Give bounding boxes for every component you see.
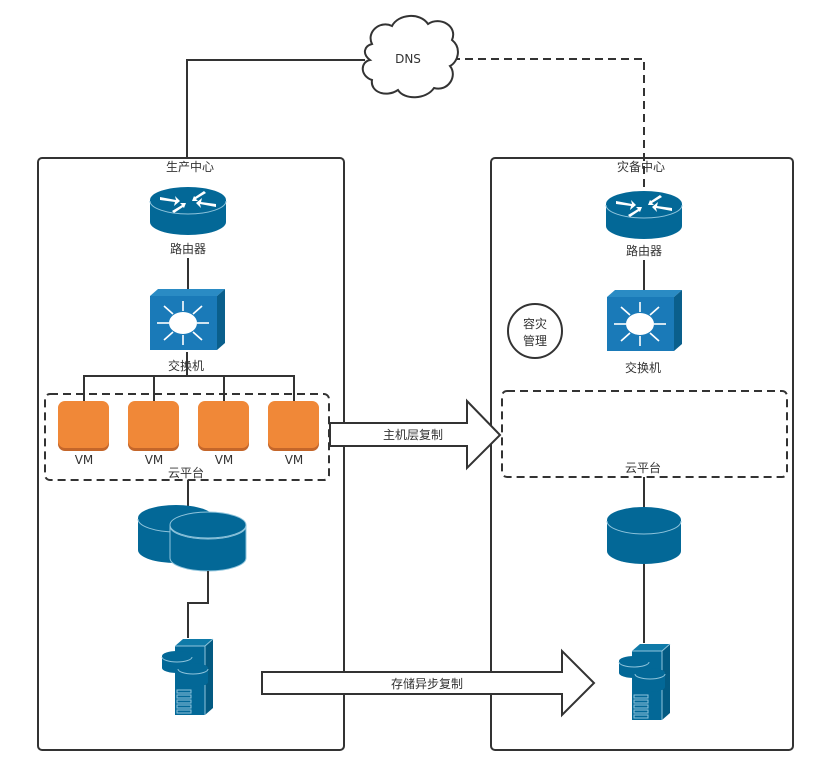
production-center-frame [37,157,345,751]
cloud-icon [361,15,459,99]
storage-replication-arrow: 存储异步复制 [261,648,596,718]
database-icon [606,507,682,564]
production-router[interactable] [149,187,227,235]
dr-switch-label: 交换机 [625,360,661,375]
dr-storage-array[interactable] [618,643,671,720]
host-replication-label: 主机层复制 [383,428,443,442]
dr-router[interactable] [605,191,683,239]
vm-1[interactable] [58,401,109,451]
vm-1-label: VM [75,453,94,467]
switch-icon [614,302,666,346]
production-storage-array[interactable] [161,638,214,715]
router-arrows [160,191,216,213]
dr-center-title: 灾备中心 [617,159,665,174]
dr-management[interactable]: 容灾 管理 [507,303,563,359]
production-storage[interactable] [137,505,247,572]
dr-cloud-label: 云平台 [625,460,661,475]
host-replication-arrow: 主机层复制 [329,398,502,471]
dr-switch[interactable] [607,290,682,351]
production-center-title: 生产中心 [166,159,214,174]
vm-2[interactable] [128,401,179,451]
vm-2-label: VM [145,453,164,467]
dns-to-dr-link [452,58,645,195]
storage-server-icon [161,638,214,715]
production-switch[interactable] [150,289,225,350]
switch-vm-bus [83,352,295,404]
dns-label: DNS [395,52,421,66]
storage-replication-label: 存储异步复制 [391,676,463,691]
dr-storage[interactable] [606,507,682,564]
dns-cloud[interactable]: DNS [361,15,459,99]
production-cloud-label: 云平台 [168,465,204,480]
vm-4-label: VM [285,453,304,467]
dr-management-line2: 管理 [523,333,547,348]
production-router-label: 路由器 [170,241,206,256]
vm-3-label: VM [215,453,234,467]
vm-3[interactable] [198,401,249,451]
dr-management-line1: 容灾 [523,316,547,331]
storage-array-link [187,571,209,638]
dr-router-label: 路由器 [626,243,662,258]
router-arrows [616,195,672,217]
dr-cloud-platform [501,390,788,478]
storage-server-icon [618,643,671,720]
dr-center-frame [490,157,794,751]
dns-to-production-link [186,59,365,158]
switch-icon [157,301,209,345]
database-icon [137,505,247,572]
vm-4[interactable] [268,401,319,451]
